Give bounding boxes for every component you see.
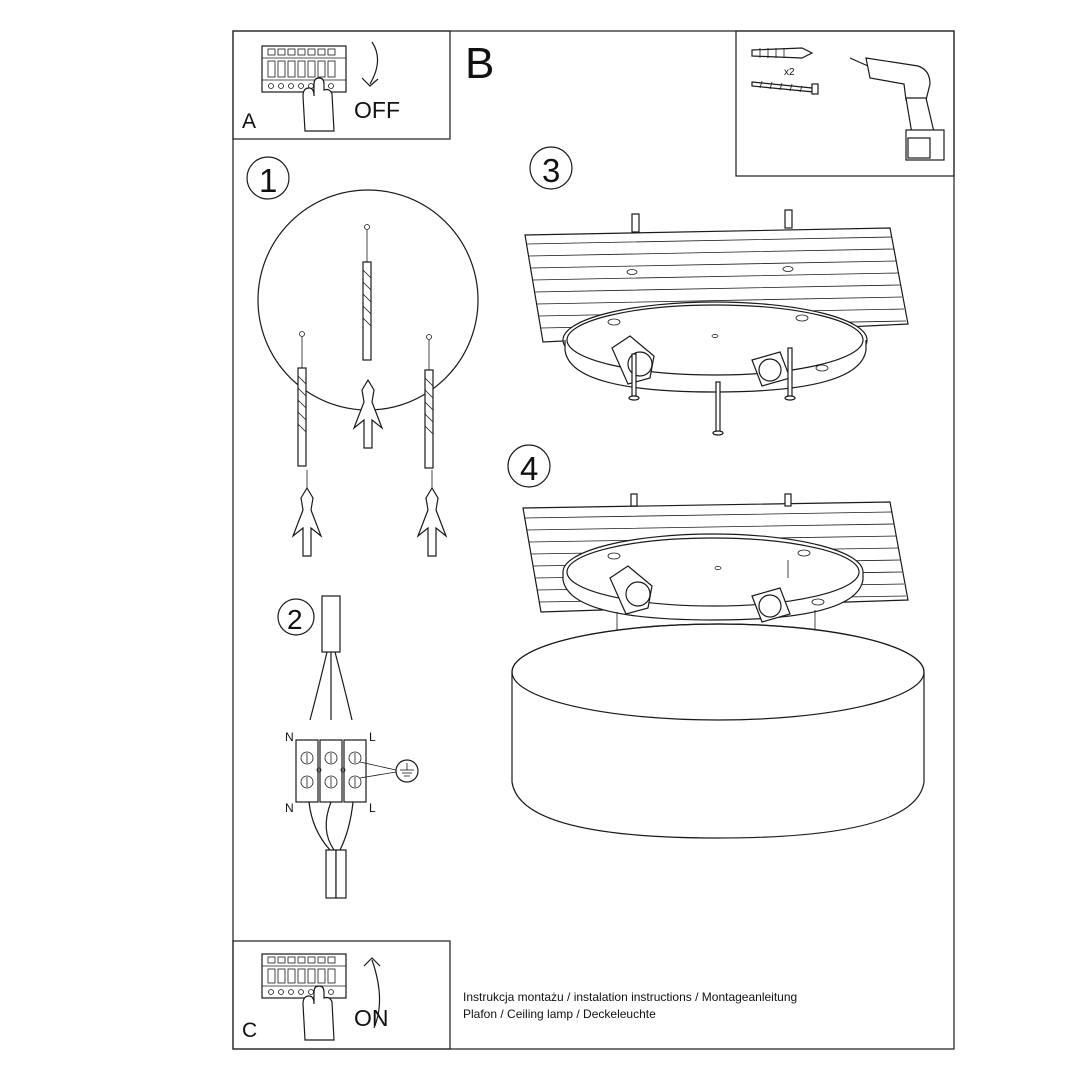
footer-instructions: Instrukcja montażu / instalation instruc… <box>463 990 797 1004</box>
step-4-number: 4 <box>520 450 538 487</box>
supply-cable <box>321 595 341 653</box>
mounting-base-4 <box>562 533 864 621</box>
drill-icon <box>849 57 945 161</box>
arrow-up-icon <box>363 957 381 1029</box>
tools-panel: x2 <box>735 30 955 177</box>
panel-c-letter: C <box>242 1019 257 1042</box>
arrow-down-icon <box>361 41 379 87</box>
drill-bit-center <box>362 224 372 361</box>
terminal-label-l-top: L <box>369 730 376 744</box>
supply-wires <box>309 651 353 721</box>
hand-icon-c <box>302 985 335 1041</box>
sheet-border <box>232 30 955 1050</box>
lamp-socket-left-4 <box>609 565 653 615</box>
drill-bit-right <box>424 334 434 469</box>
step-3-number: 3 <box>542 152 560 189</box>
screw-icon <box>751 80 819 95</box>
plug-count: x2 <box>784 67 795 78</box>
step-4-badge <box>507 444 551 488</box>
step-1-badge <box>246 156 290 200</box>
drill-bit-left <box>297 331 307 467</box>
ground-icon <box>359 759 419 783</box>
footer-product: Plafon / Ceiling lamp / Deckeleuchte <box>463 1007 656 1021</box>
lamp-shade <box>511 623 925 839</box>
wall-plug-center <box>352 378 384 449</box>
off-label: OFF <box>354 97 400 123</box>
on-label: ON <box>354 1005 389 1031</box>
wall-plug-icon <box>751 47 814 59</box>
step-1-number: 1 <box>259 162 277 199</box>
terminal-label-l-bottom: L <box>369 801 376 815</box>
breaker-box-icon <box>261 45 347 93</box>
panel-a-letter: A <box>242 110 256 133</box>
terminal-label-n-top: N <box>285 730 294 744</box>
lamp-socket-right-3 <box>751 351 791 387</box>
terminal-label-n-bottom: N <box>285 801 294 815</box>
lamp-socket-right-4 <box>751 587 791 623</box>
step-2-number: 2 <box>287 604 303 635</box>
panel-b-letter: B <box>465 39 494 88</box>
step-2-badge <box>277 598 315 636</box>
panel-c: ON C <box>232 940 451 1050</box>
lamp-wires <box>308 801 354 851</box>
terminal-block <box>295 739 367 803</box>
lamp-cable-left <box>325 849 337 899</box>
hand-icon <box>302 77 335 132</box>
breaker-box-icon-c <box>261 953 347 999</box>
step-2: 2 N L N L <box>277 595 419 899</box>
screws-3 <box>628 347 796 436</box>
step-4: 4 <box>507 444 925 839</box>
wall-plug-right <box>416 470 448 557</box>
step-3-badge <box>529 146 573 190</box>
panel-a: OFF A <box>232 30 451 140</box>
step-3: 3 <box>524 146 909 436</box>
wall-plug-left <box>291 470 323 557</box>
lamp-cable-right <box>335 849 347 899</box>
step-1: 1 <box>246 156 479 557</box>
